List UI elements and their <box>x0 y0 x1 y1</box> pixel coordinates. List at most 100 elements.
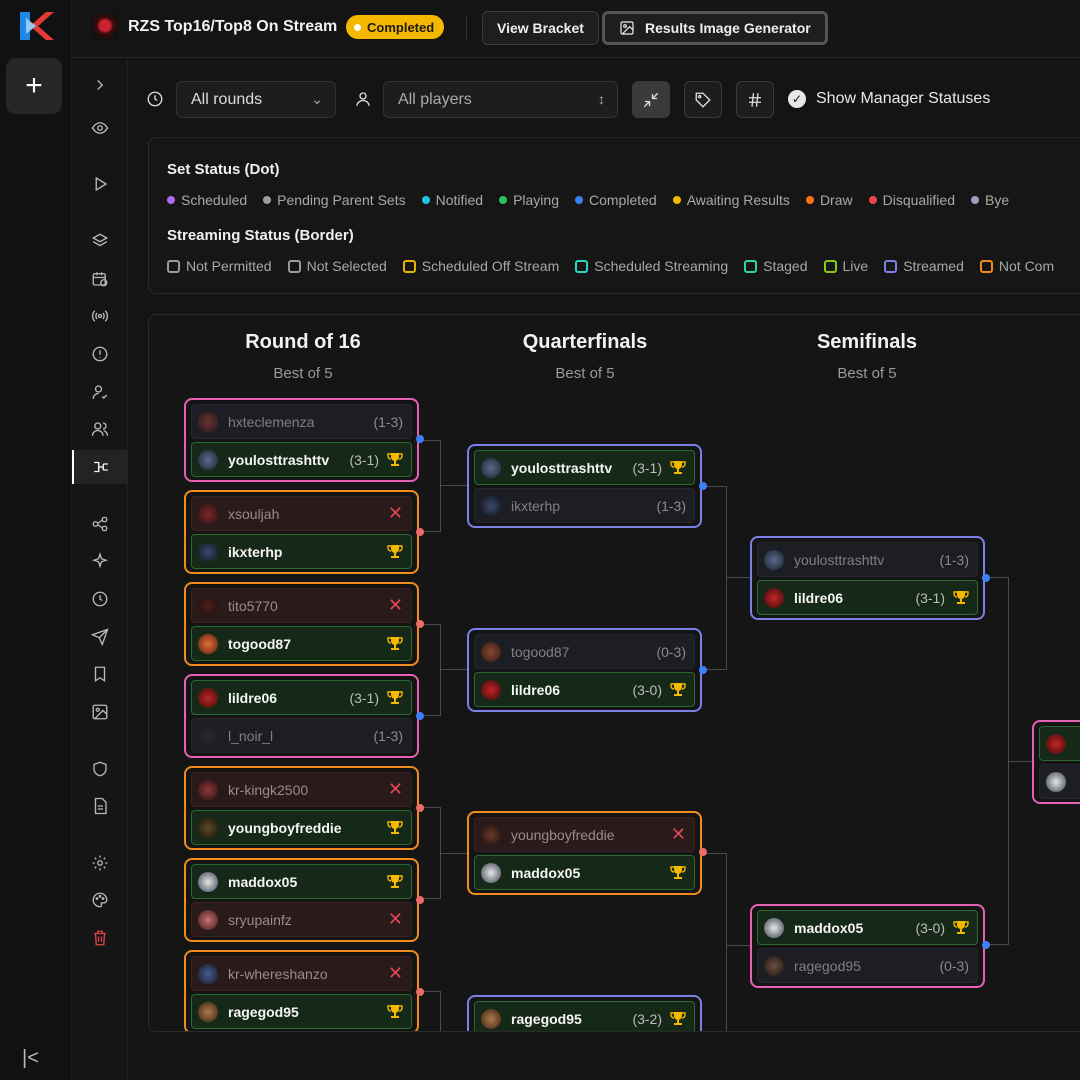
set-numbers-button[interactable] <box>736 81 774 118</box>
player-slot[interactable] <box>1039 726 1080 761</box>
match-card[interactable]: xsouljah✕ ikxterhp <box>184 490 424 574</box>
round-header: Semifinals Best of 5 <box>747 331 987 382</box>
trash-icon[interactable] <box>72 921 128 955</box>
match-card[interactable]: kr-whereshanzo ✕ ragegod95 <box>184 950 424 1031</box>
clock-icon[interactable] <box>72 582 128 616</box>
disqualified-icon: ✕ <box>387 909 403 929</box>
player-slot[interactable]: maddox05 <box>474 855 695 890</box>
shield-icon[interactable] <box>72 752 128 786</box>
border-swatch <box>744 259 758 273</box>
player-slot[interactable]: youngboyfreddie✕ <box>474 817 695 852</box>
play-icon[interactable] <box>72 167 128 201</box>
user-check-icon[interactable] <box>72 375 128 409</box>
match-card[interactable]: lildre06(3-1) l_noir_l(1-3) <box>184 674 424 758</box>
avatar <box>481 495 501 516</box>
match-card[interactable]: youlosttrashttv(1-3) lildre06(3-1) <box>750 536 990 620</box>
calendar-clock-icon[interactable] <box>72 262 128 296</box>
bracket-connector <box>441 669 467 670</box>
new-event-button[interactable]: + <box>6 58 62 114</box>
trophy-icon <box>387 545 403 558</box>
player-slot[interactable]: togood87(0-3) <box>474 634 695 669</box>
match-card[interactable]: tito5770✕ togood87 <box>184 582 424 666</box>
alert-icon[interactable] <box>72 337 128 371</box>
player-slot[interactable]: xsouljah✕ <box>191 496 412 531</box>
bracket-connector <box>727 577 751 578</box>
player-slot[interactable]: l_noir_l(1-3) <box>191 718 412 753</box>
show-manager-statuses-checkbox[interactable]: ✓ <box>788 90 806 108</box>
match-card[interactable]: youlosttrashttv(3-1) ikxterhp(1-3) <box>467 444 707 528</box>
player-name: maddox05 <box>794 919 864 936</box>
document-icon[interactable] <box>72 789 128 823</box>
match-card[interactable]: kr-kingk2500✕ youngboyfreddie <box>184 766 424 850</box>
disqualified-icon: ✕ <box>387 963 403 983</box>
palette-icon[interactable] <box>72 883 128 917</box>
collapse-rail-icon[interactable]: |< <box>22 1047 39 1069</box>
avatar <box>198 1001 218 1022</box>
layers-icon[interactable] <box>72 224 128 258</box>
legend-item: Not Selected <box>287 258 387 274</box>
player-slot[interactable]: lildre06(3-1) <box>191 680 412 715</box>
player-slot[interactable]: tito5770✕ <box>191 588 412 623</box>
score: (3-1) <box>632 459 662 476</box>
score: (0-3) <box>939 957 969 974</box>
player-slot[interactable]: ragegod95 <box>191 994 412 1029</box>
collapse-view-button[interactable] <box>632 81 670 118</box>
player-slot[interactable]: youngboyfreddie <box>191 810 412 845</box>
player-name: youngboyfreddie <box>511 826 615 843</box>
player-slot[interactable]: maddox05(3-0) <box>757 910 978 945</box>
player-slot[interactable]: hxteclemenza(1-3) <box>191 404 412 439</box>
send-icon[interactable] <box>72 620 128 654</box>
match-card[interactable]: hxteclemenza(1-3) youlosttrashttv(3-1) <box>184 398 424 482</box>
player-slot[interactable]: youlosttrashttv(3-1) <box>191 442 412 477</box>
player-name: lildre06 <box>794 589 844 606</box>
player-slot[interactable]: kr-kingk2500✕ <box>191 772 412 807</box>
bracket-connector <box>421 991 441 1031</box>
player-slot[interactable]: sryupainfz✕ <box>191 902 412 937</box>
avatar <box>198 541 218 562</box>
rounds-select[interactable]: All rounds⌄ <box>176 81 336 118</box>
match-card[interactable]: togood87(0-3) lildre06(3-0) <box>467 628 707 712</box>
match-card[interactable]: ragegod95(3-2) <box>467 995 702 1031</box>
player-slot[interactable]: youlosttrashttv(3-1) <box>474 450 695 485</box>
legend-label: Scheduled <box>181 192 248 208</box>
legend-item: Live <box>823 258 868 274</box>
chevron-updown-icon: ↕ <box>598 91 605 107</box>
filter-bar: All rounds⌄ All players↕ ✓ Show Manager … <box>128 70 1080 128</box>
sparkles-icon[interactable] <box>72 544 128 578</box>
player-slot[interactable]: ragegod95(0-3) <box>757 948 978 983</box>
player-slot[interactable]: ikxterhp(1-3) <box>474 488 695 523</box>
broadcast-icon[interactable] <box>72 299 128 333</box>
match-card[interactable]: maddox05(3-0) ragegod95(0-3) <box>750 904 990 988</box>
player-slot[interactable]: lildre06(3-1) <box>757 580 978 615</box>
player-name: kr-whereshanzo <box>228 965 328 982</box>
border-swatch <box>575 259 589 273</box>
bookmark-icon[interactable] <box>72 657 128 691</box>
player-slot[interactable]: ragegod95(3-2) <box>474 1001 695 1031</box>
eye-icon[interactable] <box>72 111 128 145</box>
trophy-icon <box>670 866 686 879</box>
match-card[interactable] <box>1032 720 1080 804</box>
tag-button[interactable] <box>684 81 722 118</box>
trophy-icon <box>387 637 403 650</box>
gear-icon[interactable] <box>72 846 128 880</box>
players-select[interactable]: All players↕ <box>383 81 618 118</box>
player-slot[interactable]: youlosttrashttv(1-3) <box>757 542 978 577</box>
top-bar: RZS Top16/Top8 On Stream Completed View … <box>72 0 1080 58</box>
expand-nav-icon[interactable] <box>72 68 128 102</box>
player-slot[interactable]: lildre06(3-0) <box>474 672 695 707</box>
border-swatch <box>402 259 416 273</box>
app-logo[interactable] <box>16 8 56 44</box>
player-slot[interactable]: togood87 <box>191 626 412 661</box>
results-image-generator-button[interactable]: Results Image Generator <box>602 11 828 45</box>
player-slot[interactable]: maddox05 <box>191 864 412 899</box>
match-card[interactable]: maddox05 sryupainfz✕ <box>184 858 424 942</box>
player-slot[interactable]: ikxterhp <box>191 534 412 569</box>
view-bracket-button[interactable]: View Bracket <box>482 11 599 45</box>
share-icon[interactable] <box>72 507 128 541</box>
bracket-icon[interactable] <box>72 450 128 484</box>
match-card[interactable]: youngboyfreddie✕ maddox05 <box>467 811 707 895</box>
users-icon[interactable] <box>72 412 128 446</box>
player-slot[interactable]: kr-whereshanzo ✕ <box>191 956 412 991</box>
player-slot[interactable] <box>1039 764 1080 799</box>
image-icon[interactable] <box>72 695 128 729</box>
